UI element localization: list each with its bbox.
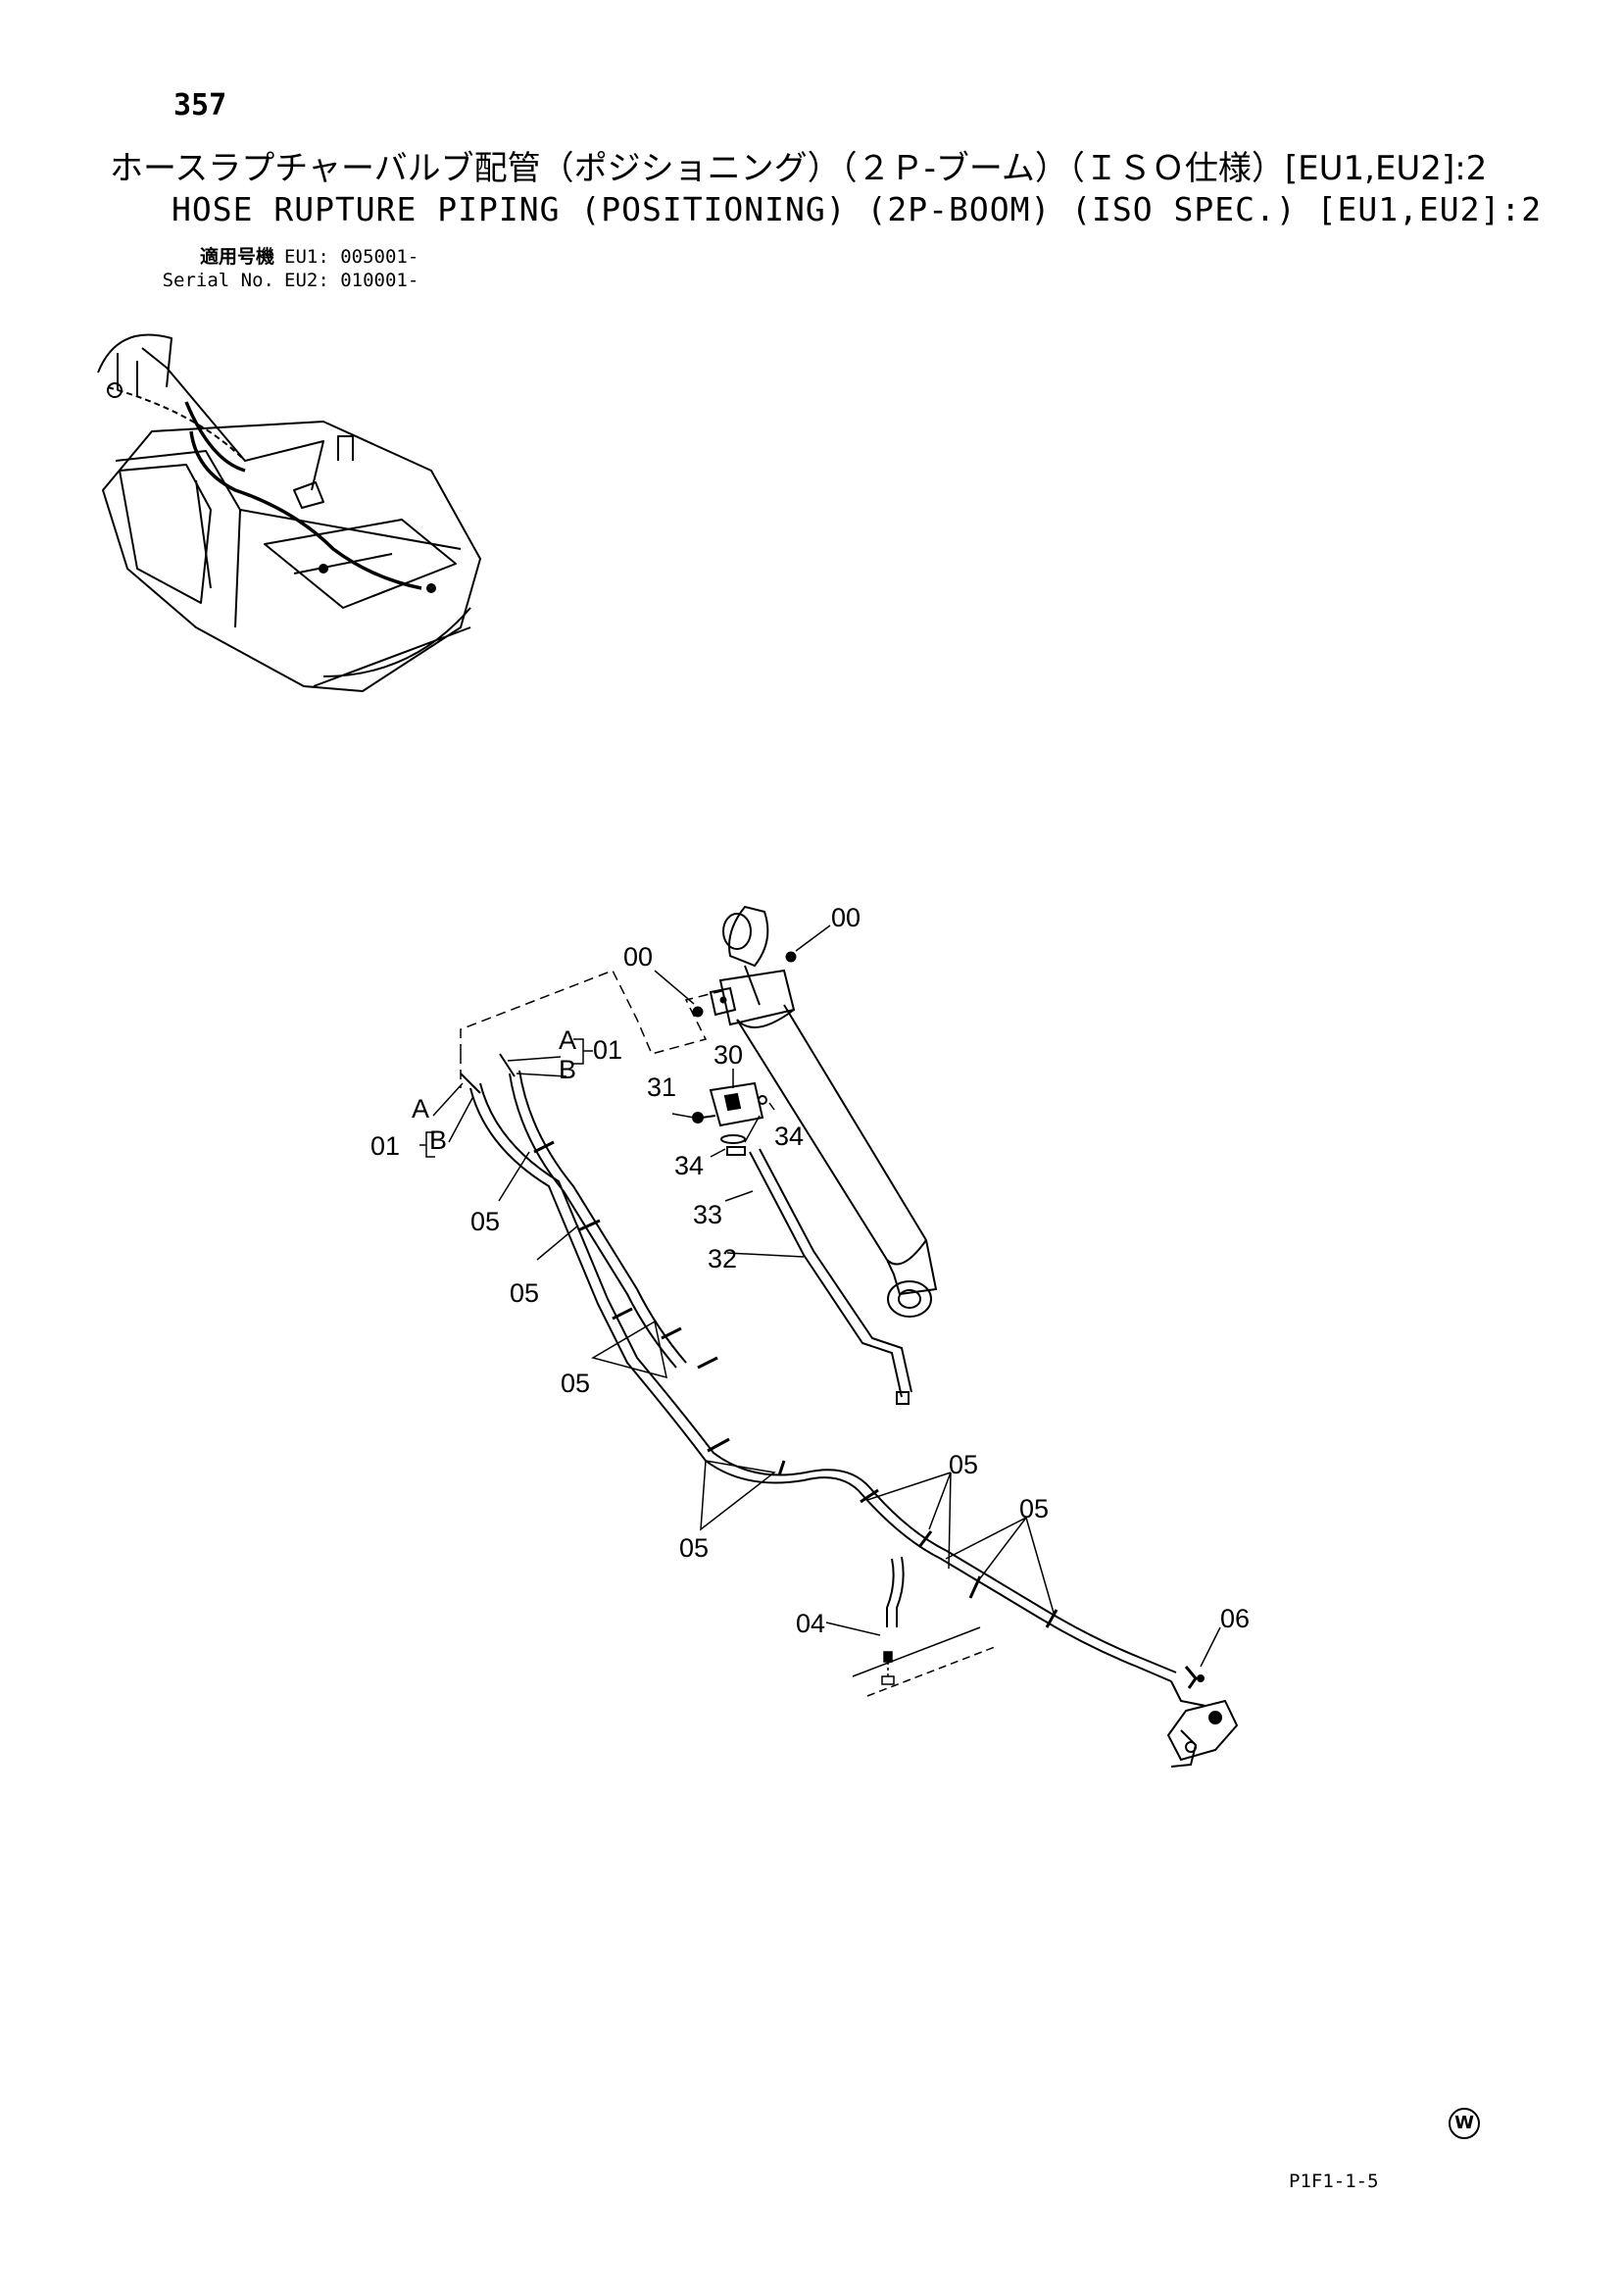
- callout-34-a: 34: [774, 1122, 804, 1151]
- callout-letter-b2: B: [429, 1125, 447, 1155]
- callout-letter-a2: A: [412, 1094, 429, 1123]
- serial-eu2: EU2: 010001-: [284, 270, 419, 291]
- serial-no-label: Serial No.: [162, 270, 274, 291]
- callout-01-b: 01: [370, 1131, 400, 1161]
- callout-00-b: 00: [831, 903, 861, 932]
- pipe-32: [749, 1148, 912, 1405]
- callout-00-a: 00: [623, 942, 653, 972]
- callout-30: 30: [714, 1040, 743, 1070]
- serial-eu1: EU1: 005001-: [284, 246, 419, 268]
- valve-bracket: [692, 1081, 767, 1156]
- serial-row-eu1: 適用号機 EU1: 005001-: [145, 245, 418, 269]
- reference-boundary: [460, 970, 726, 1088]
- callout-04: 04: [796, 1609, 825, 1638]
- callout-05-f: 05: [1019, 1494, 1049, 1523]
- page-number: 357: [173, 88, 227, 123]
- hose-clamps: [533, 1140, 1058, 1628]
- callout-33: 33: [693, 1200, 722, 1229]
- boom-cylinder: [718, 905, 938, 1318]
- main-hose-assembly: [460, 1053, 1177, 1682]
- callout-labels: 00 00 01 01 A B A B 30 31 34 34 33 32 05…: [370, 903, 1250, 1638]
- applicable-models-label: 適用号機: [199, 246, 274, 268]
- leader-lines: [419, 924, 1221, 1668]
- callout-06: 06: [1220, 1604, 1250, 1633]
- serial-row-eu2: Serial No. EU2: 010001-: [145, 269, 419, 292]
- w-mark-icon: W: [1449, 2108, 1480, 2139]
- callout-32: 32: [708, 1244, 737, 1273]
- callout-letter-a1: A: [559, 1025, 576, 1055]
- callout-05-a: 05: [470, 1207, 500, 1236]
- frame-bracket-04: [852, 1626, 996, 1697]
- serial-number-block: 適用号機 EU1: 005001- Serial No. EU2: 010001-: [145, 245, 419, 292]
- callout-05-b: 05: [510, 1278, 539, 1308]
- callout-05-d: 05: [679, 1533, 709, 1563]
- callout-34-b: 34: [674, 1151, 704, 1180]
- callout-01-a: 01: [593, 1035, 622, 1065]
- callout-05-c: 05: [561, 1369, 590, 1398]
- title-japanese: ホースラプチャーバルブ配管（ポジショニング）（２Ｐ-ブーム）（ＩＳＯ仕様）[EU…: [110, 149, 1488, 188]
- excavator-overview-illustration: [97, 333, 481, 692]
- callout-31: 31: [647, 1073, 676, 1102]
- callout-letter-b1: B: [559, 1055, 576, 1084]
- callout-05-e: 05: [949, 1450, 978, 1479]
- title-english: HOSE RUPTURE PIPING (POSITIONING) (2P-BO…: [172, 190, 1543, 228]
- hose-rupture-valve: [1166, 1666, 1239, 1768]
- page-code: P1F1-1-5: [1289, 2171, 1379, 2192]
- fittings-top: [692, 951, 797, 1018]
